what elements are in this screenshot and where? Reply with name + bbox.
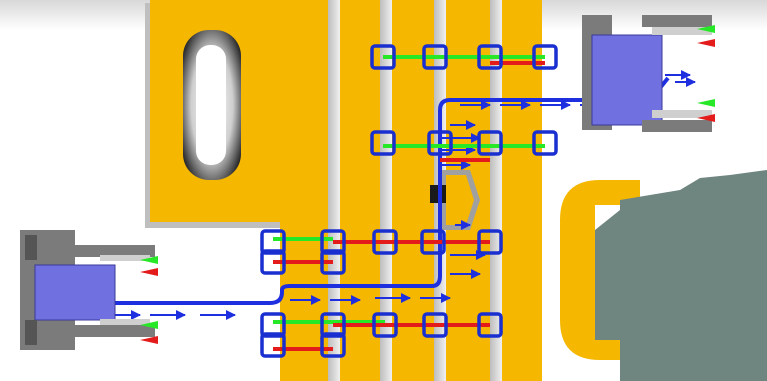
graph-node (260, 312, 286, 338)
graph-node (320, 229, 346, 255)
graph-node (477, 44, 503, 70)
graph-node (427, 130, 453, 156)
robot-left (20, 230, 158, 350)
graph-node (532, 44, 558, 70)
graph-node (372, 312, 398, 338)
graph-node (422, 44, 448, 70)
graph-node (260, 229, 286, 255)
graph-node (320, 249, 346, 275)
left-yellow-obstacle (145, 0, 290, 228)
graph-node (477, 312, 503, 338)
graph-node (370, 130, 396, 156)
robot-right (582, 15, 715, 132)
graph-node (370, 44, 396, 70)
graph-node (260, 332, 286, 358)
graph-node (372, 229, 398, 255)
graph-node (477, 130, 503, 156)
graph-node (260, 249, 286, 275)
graph-node (420, 229, 446, 255)
graph-node (422, 312, 448, 338)
graph-node (532, 130, 558, 156)
graph-node (320, 332, 346, 358)
right-obstacles (560, 170, 767, 381)
graph-nodes (260, 44, 558, 358)
graph-node (477, 229, 503, 255)
graph-node (320, 312, 346, 338)
